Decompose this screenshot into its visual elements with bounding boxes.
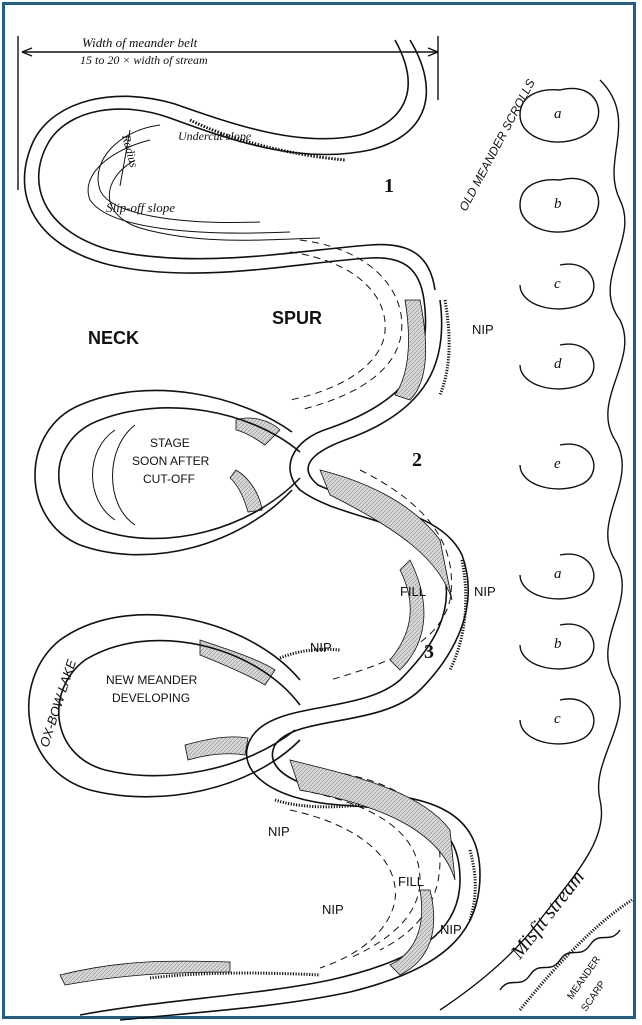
stage-1-number: 1 bbox=[384, 175, 394, 197]
scroll-letter-b2: b bbox=[554, 636, 562, 652]
scroll-letter-a1: a bbox=[554, 106, 562, 122]
scroll-letter-a2: a bbox=[554, 566, 562, 582]
fill-label-2: FILL bbox=[398, 874, 424, 889]
undercut-label: Undercut slope bbox=[178, 129, 252, 143]
nip-label-6: NIP bbox=[440, 922, 462, 937]
slipoff-label: Slip-off slope bbox=[106, 200, 175, 215]
misfit-stream-label: Misfit stream bbox=[506, 866, 589, 963]
nip-label-5: NIP bbox=[322, 902, 344, 917]
belt-width-label-1: Width of meander belt bbox=[82, 35, 198, 50]
radius-label: Radius bbox=[119, 132, 141, 169]
new-meander-label-1: NEW MEANDER bbox=[106, 673, 198, 687]
stage-label-1: STAGE bbox=[150, 436, 190, 450]
stage-2-number: 2 bbox=[412, 449, 422, 471]
belt-width-label-2: 15 to 20 × width of stream bbox=[80, 53, 208, 67]
nip-label-2: NIP bbox=[474, 584, 496, 599]
migration-lines bbox=[290, 240, 452, 968]
stage3-oxbow bbox=[29, 615, 300, 797]
nip-label-4: NIP bbox=[268, 824, 290, 839]
scroll-letter-e: e bbox=[554, 456, 561, 472]
stage-label-2: SOON AFTER bbox=[132, 454, 210, 468]
scroll-letter-c2: c bbox=[554, 711, 561, 727]
stage-label-3: CUT-OFF bbox=[143, 472, 195, 486]
new-meander-label-2: DEVELOPING bbox=[112, 691, 190, 705]
fill-label-1: FILL bbox=[400, 584, 426, 599]
scroll-letter-b1: b bbox=[554, 196, 562, 212]
fill-areas bbox=[60, 300, 455, 985]
nip-label-1: NIP bbox=[472, 322, 494, 337]
stage-3-number: 3 bbox=[424, 641, 434, 663]
nip-marks bbox=[150, 300, 475, 978]
old-scrolls-label: OLD MEANDER SCROLLS bbox=[456, 77, 538, 214]
neck-label: NECK bbox=[88, 328, 139, 348]
meander-scrolls bbox=[440, 80, 625, 1010]
scroll-letter-d: d bbox=[554, 356, 562, 372]
spur-label: SPUR bbox=[272, 308, 322, 328]
nip-label-3: NIP bbox=[310, 640, 332, 655]
scroll-letter-c1: c bbox=[554, 276, 561, 292]
oxbow-lake-label: OX-BOW LAKE bbox=[37, 657, 79, 749]
stage1-meander bbox=[24, 40, 435, 300]
